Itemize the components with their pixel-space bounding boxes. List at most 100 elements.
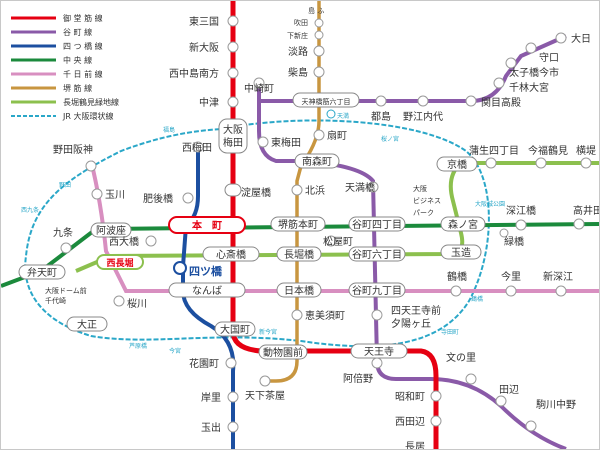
station-marker[interactable] [371,309,383,321]
station-box-namba[interactable] [168,282,246,298]
legend-label-midosuji: 御 堂 筋 線 [63,13,103,23]
station-marker[interactable] [515,219,527,231]
station-marker[interactable] [253,77,265,89]
jr-station-label: 寺田町 [441,328,459,336]
station-marker-jr[interactable] [326,109,336,119]
station-marker[interactable] [505,57,517,69]
station-box-tanimachi6[interactable] [348,246,406,262]
station-marker[interactable] [495,395,507,407]
station-marker[interactable] [145,235,157,247]
station-marker[interactable] [227,391,239,403]
station-label: 新深江 [543,270,573,283]
station-label: 横堤 [576,144,596,157]
station-marker-yotsubashi[interactable] [173,261,187,275]
station-marker[interactable] [182,192,194,204]
station-label: 堺筋本町 [278,218,318,231]
station-marker[interactable] [430,390,442,402]
station-box-shinsaibashi[interactable] [202,246,260,262]
station-box-nishinagahori[interactable] [96,254,144,270]
station-marker[interactable] [225,357,237,369]
station-label: 谷町六丁目 [352,249,402,261]
station-label: 森ノ宮 [448,218,478,231]
station-marker[interactable] [485,157,497,169]
station-label: 吹田 [294,18,308,27]
station-box-morinomiya[interactable] [440,216,486,232]
station-marker[interactable] [367,181,379,193]
station-marker[interactable] [573,218,585,230]
station-marker[interactable] [257,136,269,148]
station-box-nagahoribashi[interactable] [276,246,322,262]
station-box-taisho[interactable] [66,316,108,332]
station-marker[interactable] [314,18,324,28]
station-label: パーク [413,209,434,217]
station-label: 今福鶴見 [528,144,568,157]
station-label: 松屋町 [323,235,353,248]
station-marker[interactable] [525,420,537,432]
station-box-honmachi[interactable] [168,216,246,234]
station-box-tamatsukuri[interactable] [440,244,482,260]
station-box-daikokucho[interactable] [214,321,256,337]
station-marker[interactable] [91,188,103,200]
station-box-tanimachi4[interactable] [348,216,406,232]
station-marker[interactable] [291,184,303,196]
station-marker[interactable] [224,183,242,197]
station-marker[interactable] [60,242,72,254]
station-label: 九条 [53,226,73,239]
station-label: 長居 [405,441,425,449]
station-marker[interactable] [525,42,537,54]
station-label: ビジネス [413,196,441,205]
station-label: 谷町四丁目 [352,219,402,231]
station-marker[interactable] [417,95,429,107]
station-box-tenroku[interactable] [292,92,360,108]
legend-label-tanimachi: 谷 町 線 [63,27,92,37]
station-marker[interactable] [499,228,509,238]
station-marker[interactable] [450,285,462,297]
station-marker[interactable] [192,141,204,153]
station-marker[interactable] [555,285,567,297]
station-marker[interactable] [313,45,325,57]
station-box-dobutsuen[interactable] [258,344,308,360]
station-marker[interactable] [465,373,477,385]
station-marker[interactable] [313,66,325,78]
station-marker[interactable] [313,129,325,141]
station-box-nipponbashi[interactable] [276,282,322,298]
station-marker[interactable] [371,357,383,369]
station-marker[interactable] [493,77,505,89]
station-label: 大阪ドーム前 [45,286,87,295]
station-marker[interactable] [227,15,239,27]
jr-station-label: 鶴橋 [471,295,483,303]
station-marker[interactable] [259,375,271,387]
legend-label-nagahori: 長堀鶴見緑地線 [63,97,119,107]
legend-label-chuo: 中 央 線 [63,55,92,65]
station-marker[interactable] [325,235,337,247]
station-marker[interactable] [227,41,239,53]
station-label: 大正 [77,318,97,331]
legend: 御 堂 筋 線 谷 町 線 四 つ 橋 線 中 央 線 千 日 前 線 堺 筋 … [11,13,119,121]
station-box-tanimachi9[interactable] [348,282,406,298]
station-label: 蒲生四丁目 [469,144,519,157]
station-marker[interactable] [85,160,97,172]
station-box-minamimorimachi[interactable] [294,153,340,169]
station-marker[interactable] [314,30,324,40]
station-marker[interactable] [113,295,125,307]
station-box-bentencho[interactable] [18,264,66,280]
station-box-sakaisujihonmachi[interactable] [270,216,326,232]
station-marker[interactable] [555,32,567,44]
station-marker[interactable] [580,157,592,169]
station-box-awaza[interactable] [90,222,132,238]
station-label: 淡路 [288,45,308,58]
station-label: 今里 [501,270,521,283]
station-marker[interactable] [535,157,547,169]
station-marker[interactable] [227,67,239,79]
station-marker[interactable] [465,95,477,107]
station-marker[interactable] [375,95,387,107]
station-marker[interactable] [430,415,442,427]
station-label: 西長堀 [106,257,133,269]
station-marker[interactable] [227,421,239,433]
station-marker[interactable] [227,96,239,108]
station-marker[interactable] [505,285,517,297]
station-marker[interactable] [291,309,303,321]
station-label: 夕陽ヶ丘 [391,318,431,330]
station-box-kyobashi[interactable] [436,156,478,172]
station-box-umeda[interactable] [218,118,248,154]
